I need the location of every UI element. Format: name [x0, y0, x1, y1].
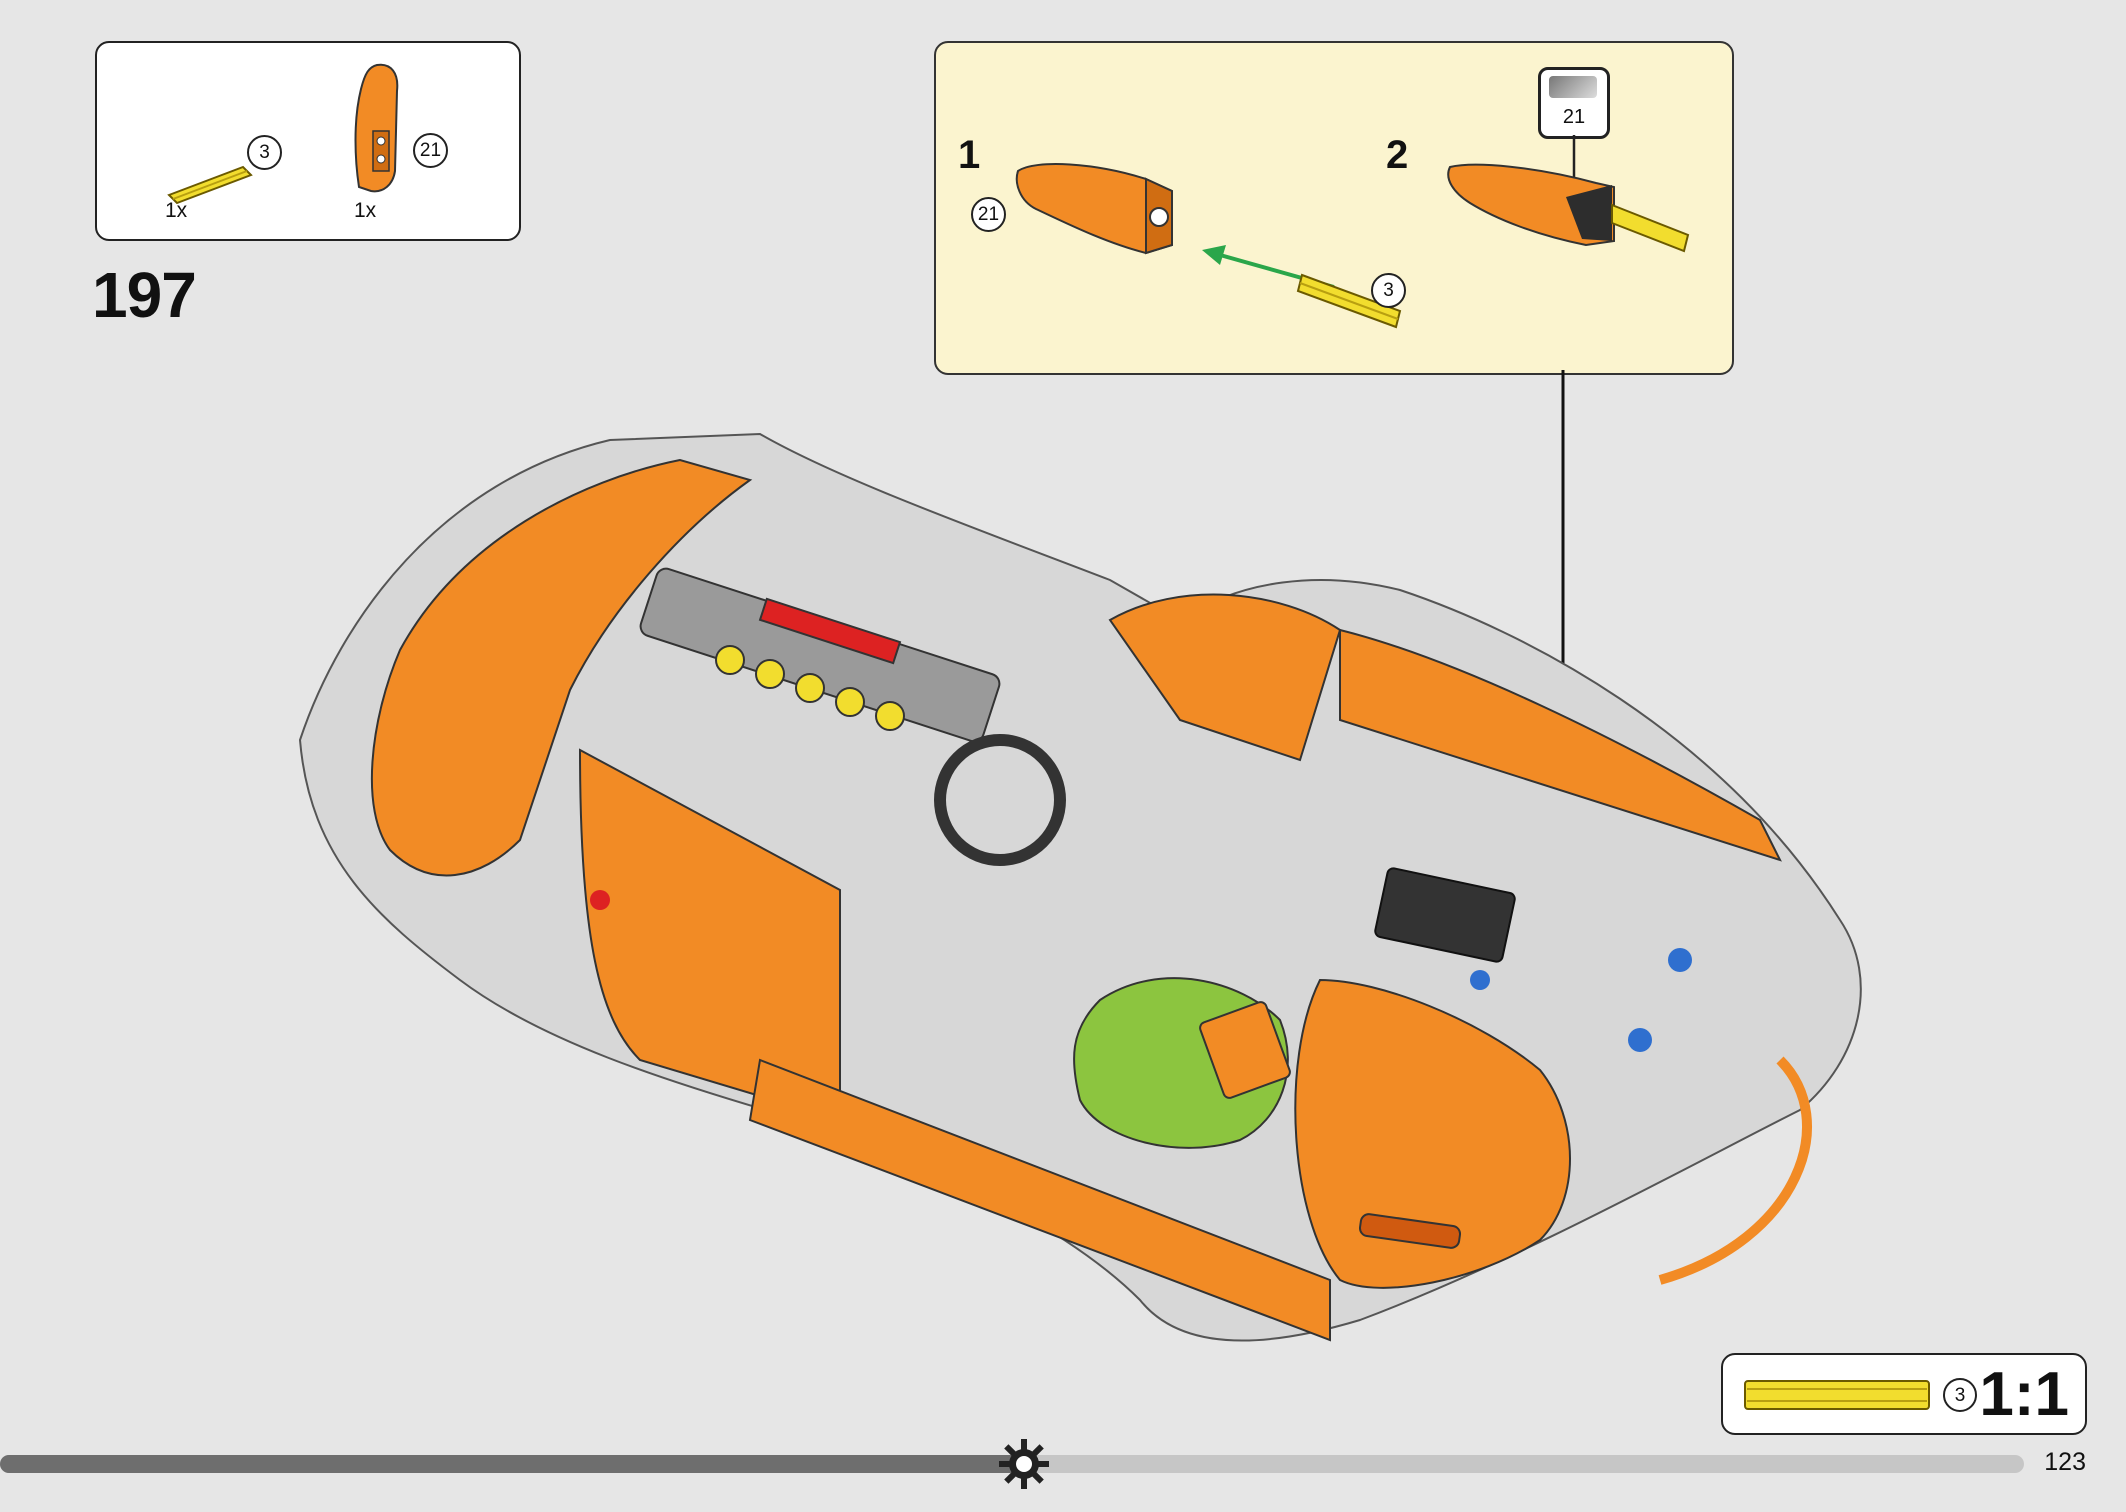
step-number: 197 [92, 259, 197, 331]
part-quantity: 1x [165, 199, 188, 222]
sticker-callout: 21 [1538, 67, 1610, 139]
orange-panel-subassembly-1 [1015, 163, 1173, 255]
sticker-number: 21 [1562, 106, 1586, 128]
part-quantity: 1x [354, 199, 377, 222]
parts-list-box: 3 1x 21 1x [95, 41, 521, 241]
progress-gear-icon [999, 1439, 1049, 1489]
orange-panel-icon [354, 63, 399, 193]
yellow-axle-actual-size [1744, 1380, 1930, 1410]
sub-assembly-callout: 1 21 3 2 21 [934, 41, 1734, 375]
part-length-callout: 3 [1371, 273, 1406, 308]
part-number-callout: 21 [971, 197, 1006, 232]
yellow-axle-subassembly [1296, 273, 1402, 329]
sticker-icon [1549, 76, 1597, 98]
yellow-axle-icon [167, 165, 253, 205]
scale-reference-box: 3 1:1 [1721, 1353, 2087, 1435]
orange-panel-subassembly-2 [1447, 135, 1690, 253]
part-length-callout: 3 [247, 135, 282, 170]
car-chassis-model [298, 432, 1862, 1342]
part-number-callout: 21 [413, 133, 448, 168]
scale-ratio: 1:1 [1979, 1360, 2069, 1429]
progress-bar-fill [0, 1455, 1022, 1473]
sub-step-number: 1 [958, 133, 981, 177]
page-number: 123 [2044, 1448, 2086, 1476]
part-length-callout: 3 [1943, 1378, 1977, 1412]
sub-step-number: 2 [1386, 133, 1409, 177]
